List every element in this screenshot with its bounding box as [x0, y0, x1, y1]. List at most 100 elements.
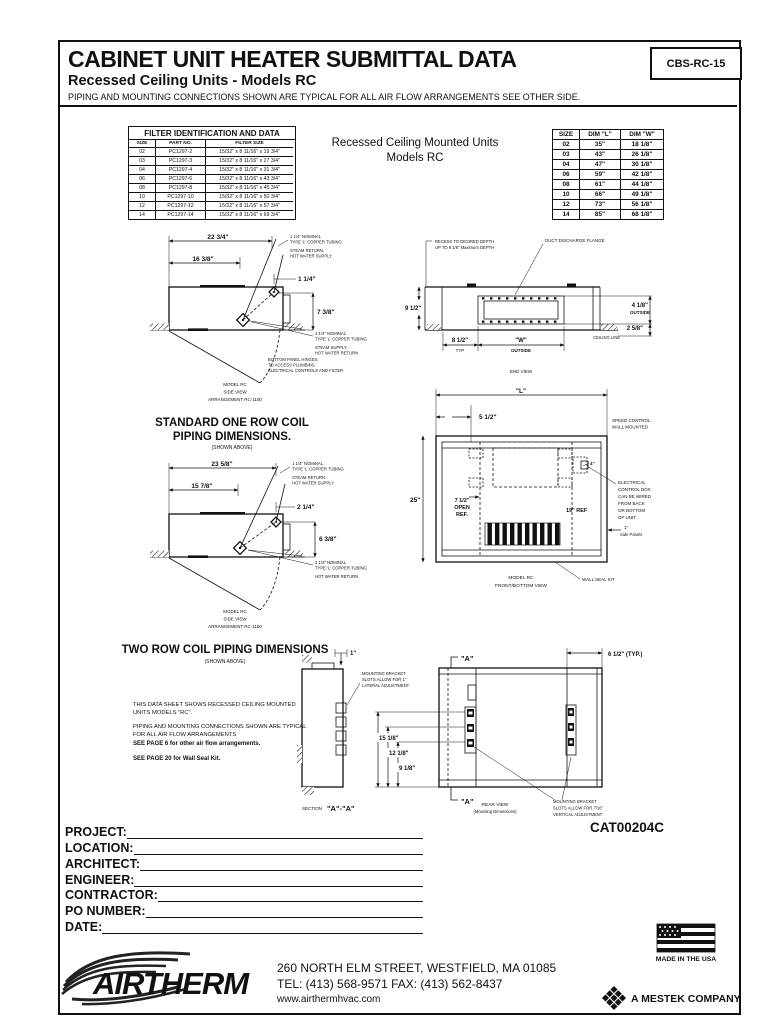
dim-label: 7 3/8" [317, 309, 335, 316]
table-cell: PC1297-3 [155, 156, 205, 165]
airtherm-logo: AIRTHERM [61, 951, 251, 1006]
filter-table-title: FILTER IDENTIFICATION AND DATA [129, 127, 295, 140]
dim-label: 8 1/2" [452, 338, 468, 344]
form-field-label: LOCATION: [65, 840, 134, 855]
pipe-label: TYPE 'L' COPPER TUBING [315, 566, 367, 571]
page-title: CABINET UNIT HEATER SUBMITTAL DATA [68, 46, 517, 72]
table-cell: 15/32" x 8 11/16" x 50 3/4" [205, 192, 293, 201]
table-cell: 44 1/8" [620, 179, 663, 189]
flange-label: DUCT DISCHARGE FLANGE [545, 238, 605, 243]
drawing-title-line1: Recessed Ceiling Mounted Units [331, 137, 499, 149]
speed-control-note: WALL MOUNTED [612, 425, 649, 430]
footer-website: www.airthermhvac.com [277, 994, 381, 1005]
pipe-label: HOT WATER RETURN [315, 351, 358, 356]
table-cell: 26 1/8" [620, 149, 663, 159]
page-border [58, 40, 741, 1015]
diagram-caption: SIDE VIEW [223, 390, 247, 395]
table-cell: 30 1/8" [620, 159, 663, 169]
mestek-diamond-icon [601, 985, 627, 1011]
table-cell: 15/32" x 8 11/16" x 45 3/4" [205, 183, 293, 192]
table-cell: 04 [129, 165, 155, 174]
table-cell: 10 [129, 192, 155, 201]
electrical-note: CONTROL BOX [618, 487, 651, 492]
page-subtitle: Recessed Ceiling Units - Models RC [68, 73, 317, 89]
form-field-row: ENGINEER: [65, 871, 423, 887]
note-line: UNITS MODELS "RC". [133, 709, 193, 716]
table-cell: 10 [553, 189, 579, 199]
note-bold: SEE PAGE 20 for Wall Seal Kit. [133, 756, 221, 763]
dimension-table-header: SIZE DIM "L" DIM "W" [553, 130, 663, 139]
electrical-note: FROM BACK [618, 501, 645, 506]
dim-label: 4 1/8" [632, 303, 648, 309]
mestek-brand: A MESTEK COMPANY [601, 985, 741, 1011]
dim-label: 2 5/8" [627, 326, 643, 332]
table-cell: 14 [553, 209, 579, 219]
bracket-note: MOUNTING BRACKET [553, 799, 597, 804]
notes-block: THIS DATA SHEET SHOWS RECESSED CEILING M… [133, 702, 308, 772]
table-cell: 61" [579, 179, 620, 189]
form-field-row: CONTRACTOR: [65, 887, 423, 903]
table-cell: 35" [579, 139, 620, 149]
diagram-caption: REAR VIEW [482, 802, 509, 808]
dim-label: 1" [350, 651, 356, 657]
heading-line: STANDARD ONE ROW COIL [155, 417, 309, 429]
note-paragraph: PIPING AND MOUNTING CONNECTIONS SHOWN AR… [133, 724, 308, 739]
form-field-label: DATE: [65, 920, 103, 935]
dim-label: "W" [515, 338, 527, 344]
section-marker: "A" [461, 654, 474, 663]
table-cell: 08 [129, 183, 155, 192]
table-cell: 49 1/8" [620, 189, 663, 199]
dim-label: 6 3/8" [319, 536, 337, 543]
table-cell: 14 [129, 210, 155, 219]
dim-label: 4" [590, 461, 595, 466]
column-header: FILTER SIZE [205, 140, 293, 147]
dim-label: 15 7/8" [191, 483, 212, 490]
diagram-caption: SIDE VIEW [223, 617, 247, 622]
table-cell: PC1297-10 [155, 192, 205, 201]
form-field-blank-line [157, 889, 423, 903]
bracket-note: LATERAL ADJUSTMENT [362, 683, 410, 688]
form-field-label: PROJECT: [65, 824, 127, 839]
table-cell: 15/32" x 8 11/16" x 27 3/4" [205, 156, 293, 165]
pipe-label: 1 1/4" NOMINAL [292, 461, 324, 466]
table-cell: 15/32" x 8 11/16" x 31 3/4" [205, 165, 293, 174]
dim-label: 19" REF [566, 508, 588, 514]
bracket-note: VERTICAL ADJUSTMENT [553, 812, 603, 817]
table-cell: PC1297-8 [155, 183, 205, 192]
bracket-note: SLOTS ALLOW FOR 1" [362, 677, 407, 682]
two-row-heading: TWO ROW COIL PIPING DIMENSIONS (SHOWN AB… [110, 644, 340, 665]
dim-label: 1 1/4" [298, 276, 316, 283]
form-field-row: LOCATION: [65, 839, 423, 855]
section-marker: "A" [461, 797, 474, 806]
rear-view-diagram: "A" "A" 6 1/2" (TYP.) 15 1/8" 12 1/8" 9 … [375, 648, 642, 817]
mestek-company-label: A MESTEK COMPANY [631, 993, 741, 1005]
dim-label: REF. [456, 512, 468, 518]
wall-seal-kit-label: WALL SEAL KIT [582, 577, 615, 582]
table-cell: 06 [553, 169, 579, 179]
section-caption: SECTION [302, 806, 322, 811]
us-flag-icon [656, 923, 716, 953]
catalog-number: CAT00204C [590, 820, 665, 835]
table-cell: 15/32" x 8 11/16" x 19 3/4" [205, 147, 293, 156]
dim-label: "L" [516, 388, 526, 395]
form-field-blank-line [102, 921, 423, 935]
ceiling-line-label: CEILING LINE [593, 335, 620, 340]
project-form: PROJECT:LOCATION:ARCHITECT:ENGINEER:CONT… [65, 823, 423, 935]
hinge-note: ELECTRICAL CONTROLS AND FILTER [268, 368, 343, 373]
dim-label: TYP [456, 348, 465, 353]
diagram-caption: MODEL RC [223, 382, 247, 387]
drawing-title: Recessed Ceiling Mounted Units Models RC [300, 136, 530, 166]
pipe-label: TYPE 'L' COPPER TUBING [292, 467, 344, 472]
table-cell: 15/32" x 8 11/16" x 69 3/4" [205, 210, 293, 219]
form-field-label: ENGINEER: [65, 872, 135, 887]
